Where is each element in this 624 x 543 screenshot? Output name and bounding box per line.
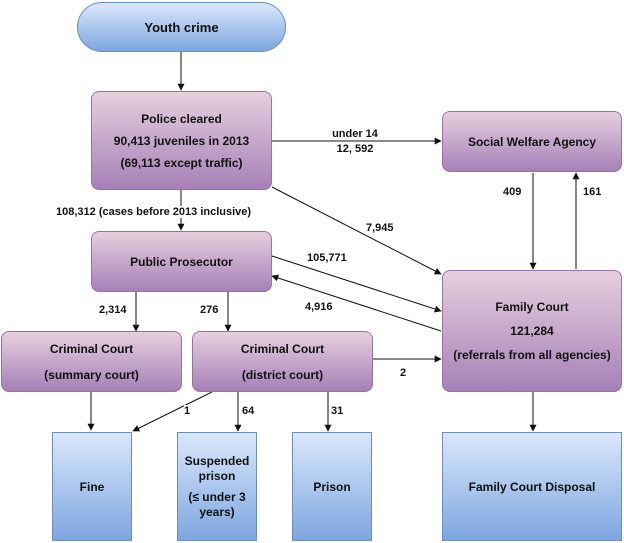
police-count: 90,413 juveniles in 2013 xyxy=(113,133,250,148)
label-welfare-to-family: 409 xyxy=(503,186,522,198)
criminal-district-title: Criminal Court xyxy=(240,341,325,356)
police-title: Police cleared xyxy=(141,111,222,126)
node-criminal-district: Criminal Court (district court) xyxy=(192,331,373,392)
suspended-line3: (≤ under 3 xyxy=(188,489,246,504)
fine-label: Fine xyxy=(79,479,105,494)
label-family-to-prosecutor: 4,916 xyxy=(305,301,333,313)
prosecutor-label: Public Prosecutor xyxy=(130,254,233,269)
node-prison: Prison xyxy=(292,432,372,541)
youth-crime-label: Youth crime xyxy=(144,19,219,35)
label-under14-count: 12, 592 xyxy=(336,143,374,155)
node-social-welfare: Social Welfare Agency xyxy=(442,111,622,172)
suspended-line1: Suspended xyxy=(184,453,250,468)
edge-police-to-family xyxy=(271,186,442,275)
edge-family-to-prosecutor xyxy=(271,274,442,332)
label-district-to-fine: 1 xyxy=(184,405,191,417)
police-except: (69,113 except traffic) xyxy=(120,155,243,170)
family-court-note: (referrals from all agencies) xyxy=(453,348,611,362)
label-prosecutor-to-district: 276 xyxy=(200,304,219,316)
edge-prosecutor-to-family xyxy=(271,255,442,313)
label-police-to-family: 7,945 xyxy=(366,222,394,234)
label-prosecutor-to-family: 105,771 xyxy=(307,252,347,264)
node-police-cleared: Police cleared 90,413 juveniles in 2013 … xyxy=(91,91,272,190)
label-police-to-prosecutor: 108,312 (cases before 2013 inclusive) xyxy=(56,206,252,218)
node-suspended-prison: Suspended prison (≤ under 3 years) xyxy=(177,432,257,541)
node-criminal-summary: Criminal Court (summary court) xyxy=(1,331,182,392)
edge-district-to-fine xyxy=(132,391,213,432)
label-prosecutor-to-summary: 2,314 xyxy=(99,304,127,316)
node-family-court: Family Court 121,284 (referrals from all… xyxy=(442,270,622,392)
node-family-court-disposal: Family Court Disposal xyxy=(442,432,622,541)
prison-label: Prison xyxy=(313,479,351,494)
criminal-summary-sub: (summary court) xyxy=(44,367,139,382)
node-fine: Fine xyxy=(52,432,132,541)
welfare-label: Social Welfare Agency xyxy=(467,134,597,149)
fc-disposal-label: Family Court Disposal xyxy=(468,479,596,494)
node-public-prosecutor: Public Prosecutor xyxy=(91,231,272,292)
family-court-title: Family Court xyxy=(495,300,569,314)
label-district-to-family: 2 xyxy=(400,367,407,379)
family-court-count: 121,284 xyxy=(510,324,554,338)
label-district-to-suspended: 64 xyxy=(242,405,255,417)
node-youth-crime: Youth crime xyxy=(77,2,286,52)
label-district-to-prison: 31 xyxy=(331,405,344,417)
criminal-summary-title: Criminal Court xyxy=(49,341,134,356)
suspended-line2: prison xyxy=(198,468,236,483)
label-family-to-welfare: 161 xyxy=(583,186,602,198)
label-under14: under 14 xyxy=(332,128,378,140)
criminal-district-sub: (district court) xyxy=(241,367,324,382)
suspended-line4: years) xyxy=(199,504,235,519)
